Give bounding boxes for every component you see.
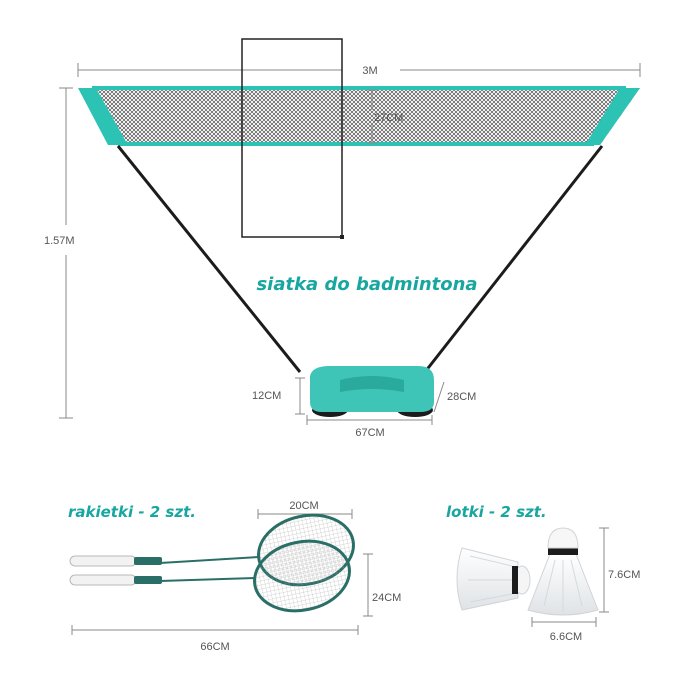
net-width-dimension bbox=[77, 63, 641, 77]
net-height-label: 27CM bbox=[374, 112, 403, 124]
shuttle-height-dimension bbox=[599, 527, 609, 613]
racket-head-width-dimension bbox=[257, 509, 353, 519]
racket-head-height-label: 24CM bbox=[372, 592, 401, 604]
racket-head-width-label: 20CM bbox=[289, 500, 318, 512]
shuttlecock-icon bbox=[456, 527, 599, 616]
racket-length-label: 66CM bbox=[200, 641, 229, 653]
shuttle-width-dimension bbox=[531, 617, 597, 627]
net-height-dimension bbox=[367, 89, 377, 144]
shuttle-width-label: 6.6CM bbox=[550, 631, 582, 643]
selection-box bbox=[241, 38, 343, 238]
shuttle-height-label: 7.6CM bbox=[608, 569, 640, 581]
racket-head-height-dimension bbox=[363, 553, 373, 617]
net-base-icon bbox=[310, 366, 434, 417]
net-width-label: 3M bbox=[362, 65, 377, 77]
base-depth-dimension bbox=[433, 381, 445, 413]
total-height-dimension bbox=[59, 87, 73, 419]
racket-length-dimension bbox=[71, 625, 359, 635]
base-depth-label: 28CM bbox=[447, 391, 476, 403]
badminton-net-icon bbox=[78, 86, 640, 373]
base-width-dimension bbox=[306, 415, 433, 425]
selection-handle bbox=[340, 235, 344, 239]
net-caption: siatka do badmintona bbox=[256, 274, 477, 295]
racket-caption: rakietki - 2 szt. bbox=[68, 503, 196, 521]
total-height-label: 1.57M bbox=[44, 235, 75, 247]
shuttle-caption: lotki - 2 szt. bbox=[446, 503, 547, 521]
badminton-racket-icon bbox=[69, 513, 355, 613]
base-height-label: 12CM bbox=[252, 390, 281, 402]
base-height-dimension bbox=[295, 377, 305, 415]
base-width-label: 67CM bbox=[355, 427, 384, 439]
